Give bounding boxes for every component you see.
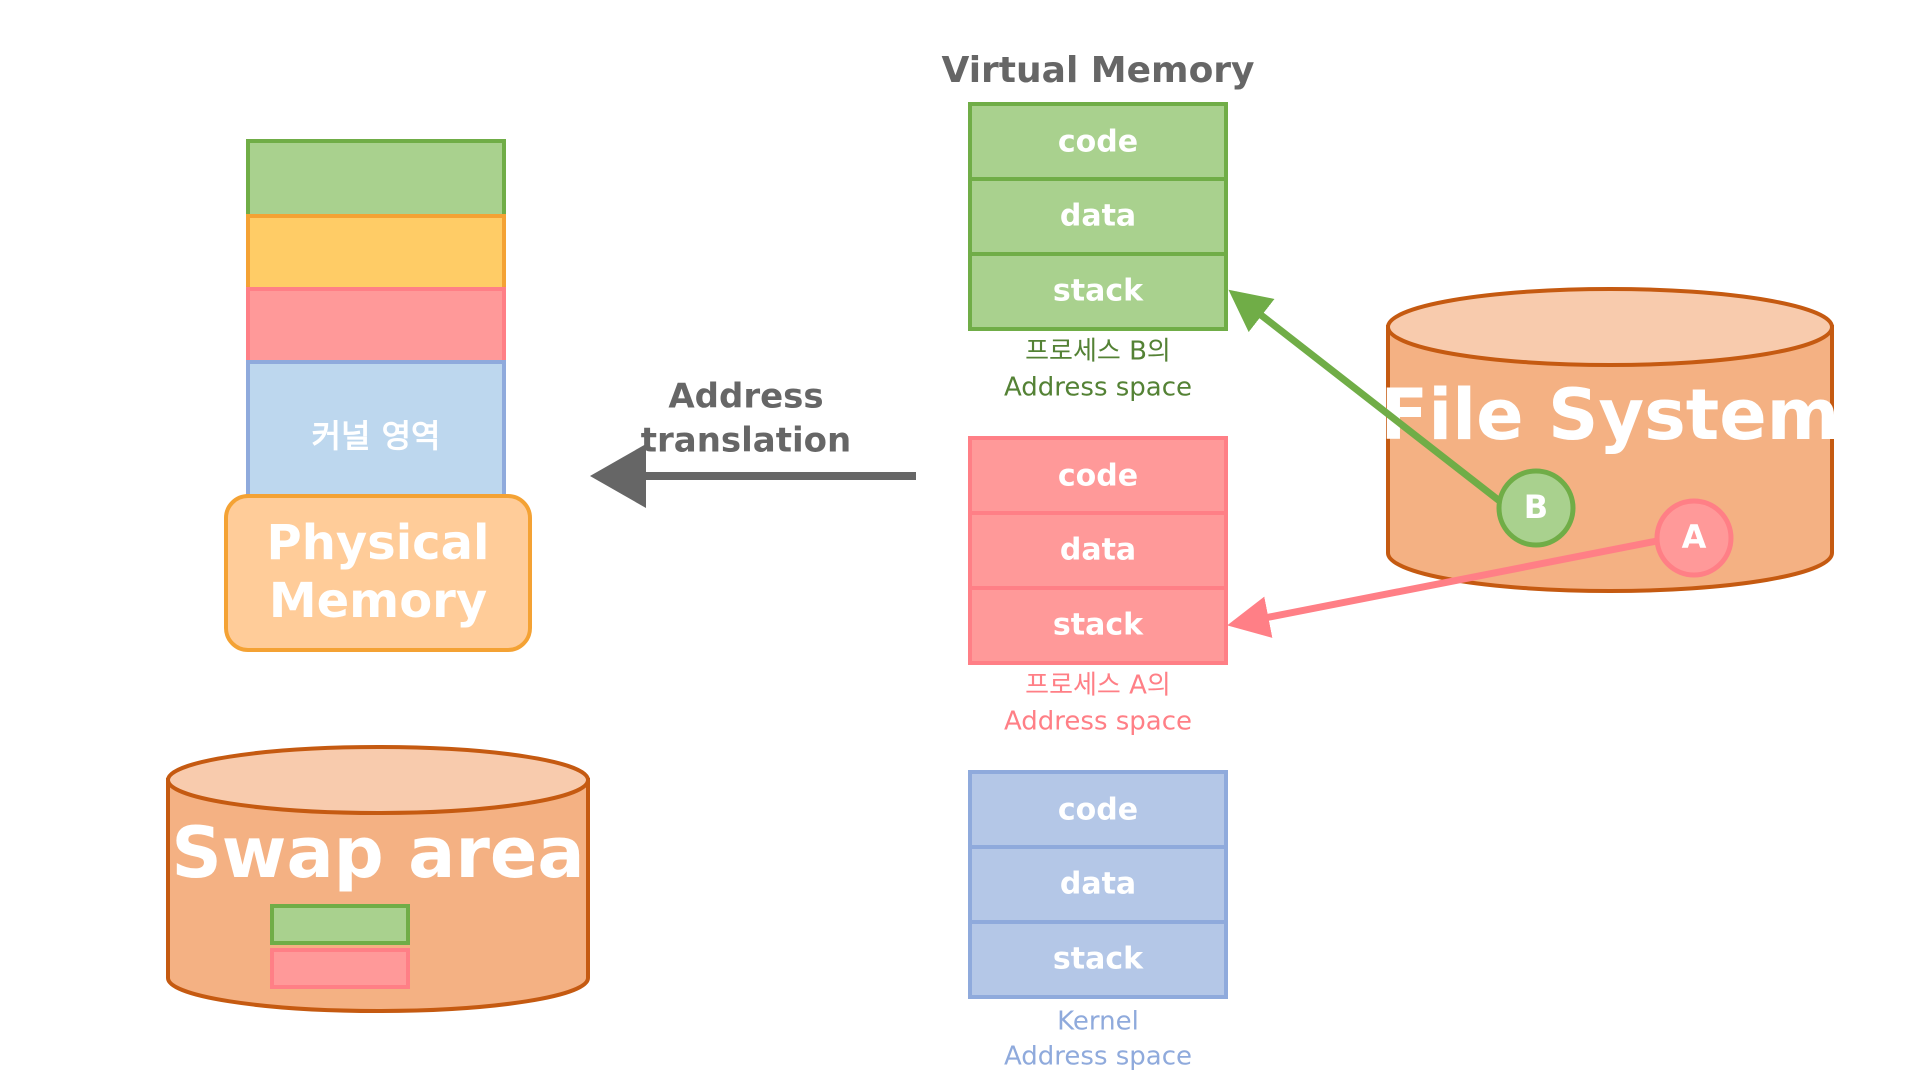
process-a-caption-line2: Address space [1004,707,1192,737]
kernel-stack-segment [968,920,1228,999]
process-b-stack-label: stack [1053,274,1144,309]
physical-memory-label-line1: Physical [267,515,490,571]
page-in-arrow-b [1228,289,1518,516]
swap-area-top [166,745,590,815]
process-a-address-space: code data stack 프로세스 A의 Address space [968,436,1228,737]
marker-a-label: A [1682,518,1707,556]
kernel-address-space: code data stack Kernel Address space [968,770,1228,1072]
marker-b: B [1496,468,1576,548]
address-translation: Address translation [590,377,916,508]
marker-a-circle [1654,498,1734,578]
physical-block-orange [246,214,506,291]
process-a-data-segment [968,511,1228,590]
physical-memory-label-line2: Memory [269,573,487,629]
kernel-caption-line1: Kernel [1057,1007,1139,1037]
marker-b-circle [1496,468,1576,548]
process-a-caption-line1: 프로세스 A의 [1025,671,1171,701]
kernel-region-label: 커널 영역 [312,417,441,455]
kernel-code-segment [968,770,1228,849]
kernel-data-label: data [1060,867,1136,902]
address-translation-line1: Address [668,377,823,417]
swap-block-green [270,904,410,945]
swap-block-red [270,948,410,989]
process-a-stack-label: stack [1053,608,1144,643]
process-a-code-label: code [1058,459,1138,494]
kernel-caption-line2: Address space [1004,1042,1192,1072]
swap-area-label: Swap area [171,812,584,894]
file-system-cylinder: File System [1380,287,1840,593]
process-b-stack-segment [968,252,1228,331]
process-a-data-label: data [1060,533,1136,568]
physical-memory-box [224,494,532,652]
swap-area-cylinder: Swap area [166,745,590,1013]
process-a-stack-segment [968,586,1228,665]
physical-block-red [246,287,506,364]
kernel-stack-label: stack [1053,942,1144,977]
physical-block-green [246,139,506,218]
process-b-caption-line1: 프로세스 B의 [1025,337,1171,367]
process-b-data-label: data [1060,199,1136,234]
process-a-code-segment [968,436,1228,515]
process-b-address-space: code data stack 프로세스 B의 Address space [968,102,1228,403]
file-system-label: File System [1380,374,1839,456]
marker-a: A [1654,498,1734,578]
process-b-data-segment [968,177,1228,256]
page-in-arrow-a [1227,536,1663,638]
kernel-data-segment [968,845,1228,924]
process-b-caption-line2: Address space [1004,373,1192,403]
address-translation-line2: translation [641,421,851,461]
physical-block-kernel [246,360,506,504]
file-system-top [1386,287,1834,367]
process-b-code-label: code [1058,125,1138,160]
physical-memory-stack: 커널 영역 Physical Memory [224,139,532,652]
marker-b-label: B [1524,488,1548,526]
virtual-memory-title: Virtual Memory [941,50,1254,91]
kernel-code-label: code [1058,793,1138,828]
